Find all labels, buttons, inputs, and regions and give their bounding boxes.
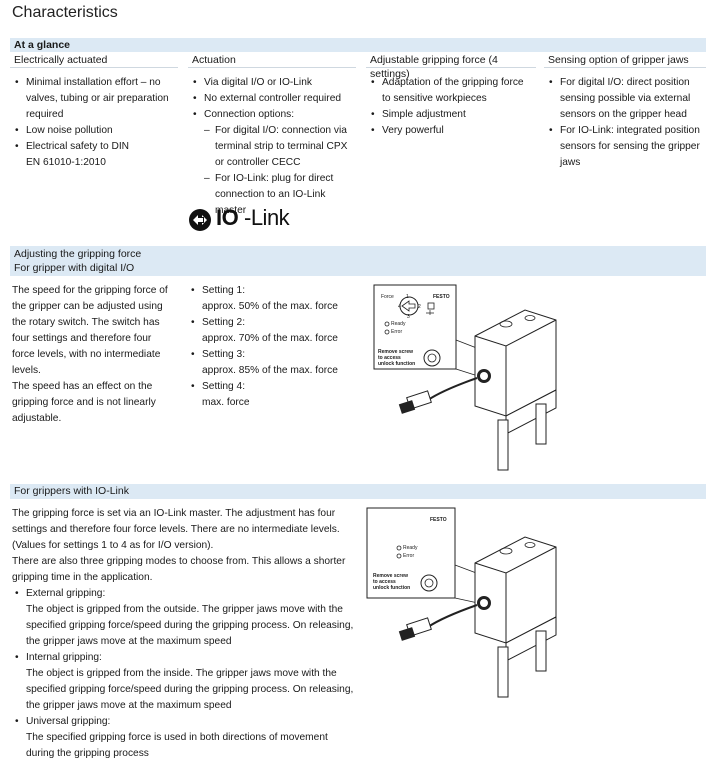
list-item: No external controller required bbox=[193, 91, 356, 107]
gripper-io-link-figure: FESTO Ready Error Remove screw to access… bbox=[360, 503, 570, 703]
screw-note: Remove screw to access unlock function bbox=[378, 349, 416, 367]
io-link-description: The gripping force is set via an IO-Link… bbox=[12, 506, 356, 762]
list-item: Internal gripping: The object is gripped… bbox=[15, 650, 356, 714]
dial-number: 4 bbox=[398, 304, 401, 310]
list-item: Via digital I/O or IO-Link bbox=[193, 75, 356, 91]
glance-column-4: For digital I/O: direct position sensing… bbox=[546, 75, 708, 171]
dial-number: 1 bbox=[406, 294, 409, 300]
glance-column-1: Minimal installation effort – no valves,… bbox=[12, 75, 172, 171]
gripper-illustration bbox=[373, 284, 557, 471]
glance-header-divider bbox=[188, 67, 356, 68]
at-a-glance-bar: At a glance bbox=[10, 38, 706, 52]
list-item: For IO-Link: integrated position sensors… bbox=[549, 123, 708, 171]
festo-logo: FESTO bbox=[430, 517, 447, 523]
glance-column-3: Adaptation of the gripping force to sens… bbox=[368, 75, 534, 139]
list-item: Minimal installation effort – no valves,… bbox=[15, 75, 172, 123]
list-item-label: Connection options: bbox=[204, 109, 295, 120]
sub-list-item: For IO-Link: plug for direct connection … bbox=[204, 171, 356, 219]
io-link-logo-suffix: -Link bbox=[244, 205, 290, 230]
dial-number: 3 bbox=[407, 314, 410, 320]
page-title: Characteristics bbox=[12, 4, 118, 21]
at-a-glance-heading: At a glance bbox=[14, 39, 71, 51]
list-item: Setting 2:approx. 70% of the max. force bbox=[191, 315, 358, 347]
list-item: Setting 4:max. force bbox=[191, 379, 358, 411]
adjusting-force-heading: Adjusting the gripping force bbox=[14, 248, 142, 260]
glance-header-divider bbox=[544, 67, 706, 68]
list-item: Very powerful bbox=[371, 123, 534, 139]
list-item: Adaptation of the gripping force to sens… bbox=[371, 75, 534, 107]
io-link-heading: For grippers with IO-Link bbox=[14, 485, 129, 497]
io-link-logo-icon bbox=[189, 209, 211, 231]
glance-column-4-header: Sensing option of gripper jaws bbox=[548, 54, 689, 66]
list-item: Universal gripping: The specified grippi… bbox=[15, 714, 356, 762]
list-item: Setting 3:approx. 85% of the max. force bbox=[191, 347, 358, 379]
list-item: Low noise pollution bbox=[15, 123, 172, 139]
glance-column-2-header: Actuation bbox=[192, 54, 236, 66]
force-label: Force bbox=[381, 294, 394, 300]
list-item: External gripping: The object is gripped… bbox=[15, 586, 356, 650]
gripper-digital-io-figure: Force FESTO 4 1 2 3 Ready Error Remove s… bbox=[360, 280, 570, 475]
paragraph: The gripping force is set via an IO-Link… bbox=[12, 508, 340, 551]
settings-list: Setting 1:approx. 50% of the max. force … bbox=[188, 283, 358, 411]
glance-column-2: Via digital I/O or IO-Link No external c… bbox=[190, 75, 356, 219]
paragraph: There are also three gripping modes to c… bbox=[12, 556, 346, 583]
festo-logo: FESTO bbox=[433, 294, 450, 300]
glance-column-1-header: Electrically actuated bbox=[14, 54, 108, 66]
paragraph: The speed for the gripping force of the … bbox=[12, 285, 168, 376]
ready-led-label: Ready bbox=[403, 545, 418, 551]
error-led-label: Error bbox=[403, 553, 415, 559]
list-item: Electrical safety to DIN EN 61010-1:2010 bbox=[15, 139, 136, 171]
list-item: Setting 1:approx. 50% of the max. force bbox=[191, 283, 358, 315]
io-link-logo: IO -Link bbox=[188, 205, 318, 233]
list-item: For digital I/O: direct position sensing… bbox=[549, 75, 708, 123]
error-led-label: Error bbox=[391, 329, 403, 335]
dial-number: 2 bbox=[418, 304, 421, 310]
paragraph: The speed has an effect on the gripping … bbox=[12, 381, 156, 424]
sub-list-item: For digital I/O: connection via terminal… bbox=[204, 123, 356, 171]
io-link-logo-prefix: IO bbox=[216, 205, 239, 230]
list-item: Connection options: For digital I/O: con… bbox=[193, 107, 356, 219]
io-link-bar: For grippers with IO-Link bbox=[10, 484, 706, 499]
ready-led-label: Ready bbox=[391, 321, 406, 327]
gripper-illustration bbox=[366, 507, 557, 698]
glance-header-divider bbox=[10, 67, 178, 68]
adjusting-description: The speed for the gripping force of the … bbox=[12, 283, 176, 427]
screw-note: Remove screw to access unlock function bbox=[373, 573, 411, 591]
list-item: Simple adjustment bbox=[371, 107, 534, 123]
adjusting-force-subheading: For gripper with digital I/O bbox=[14, 262, 135, 274]
adjusting-force-bar: Adjusting the gripping force For gripper… bbox=[10, 246, 706, 276]
glance-header-divider bbox=[366, 67, 536, 68]
